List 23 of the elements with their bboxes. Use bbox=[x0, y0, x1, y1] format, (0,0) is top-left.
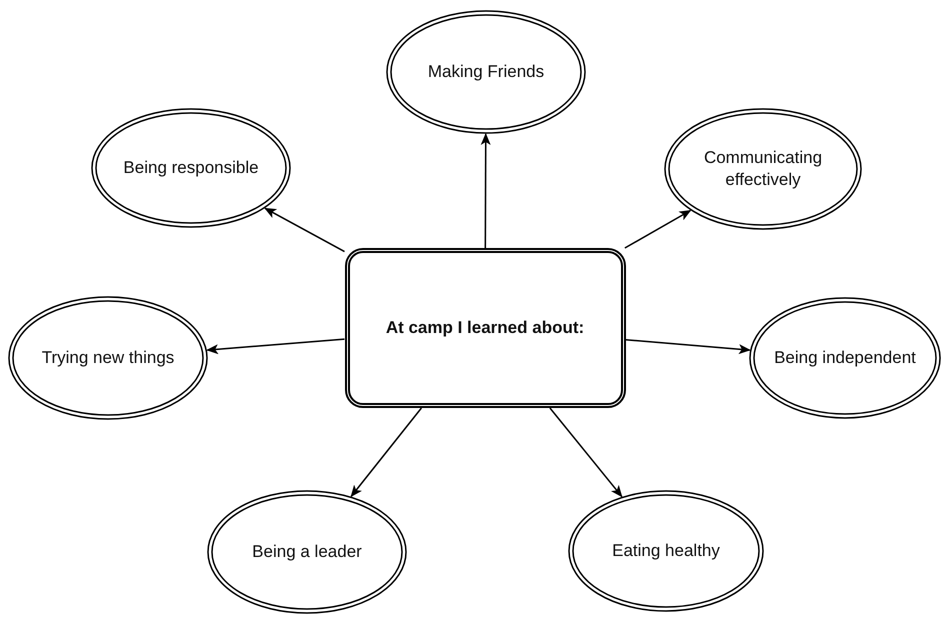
idea-label: Eating healthy bbox=[612, 540, 720, 562]
idea-ellipse bbox=[8, 296, 208, 420]
topic-box bbox=[344, 248, 626, 408]
idea-ellipse bbox=[386, 10, 586, 134]
arrow bbox=[624, 210, 692, 249]
idea-ellipse bbox=[749, 297, 941, 419]
idea-ellipse bbox=[207, 490, 407, 614]
arrow bbox=[350, 408, 422, 498]
arrow bbox=[206, 338, 345, 354]
idea-label: Trying new things bbox=[42, 346, 174, 369]
idea-label: Being independent bbox=[774, 346, 916, 369]
topic-heading: At camp I learned about: bbox=[386, 316, 584, 339]
arrow bbox=[480, 133, 491, 248]
arrow bbox=[549, 408, 622, 498]
idea-label: Being a leader bbox=[252, 540, 362, 563]
idea-ellipse bbox=[91, 108, 291, 228]
arrow bbox=[264, 208, 345, 252]
idea-label: Making Friends bbox=[428, 60, 544, 83]
idea-label: Communicating effectively bbox=[702, 146, 824, 191]
idea-ellipse bbox=[664, 108, 862, 230]
idea-label: Being responsible bbox=[123, 156, 259, 179]
arrow bbox=[625, 338, 751, 354]
idea-ellipse bbox=[568, 490, 764, 612]
